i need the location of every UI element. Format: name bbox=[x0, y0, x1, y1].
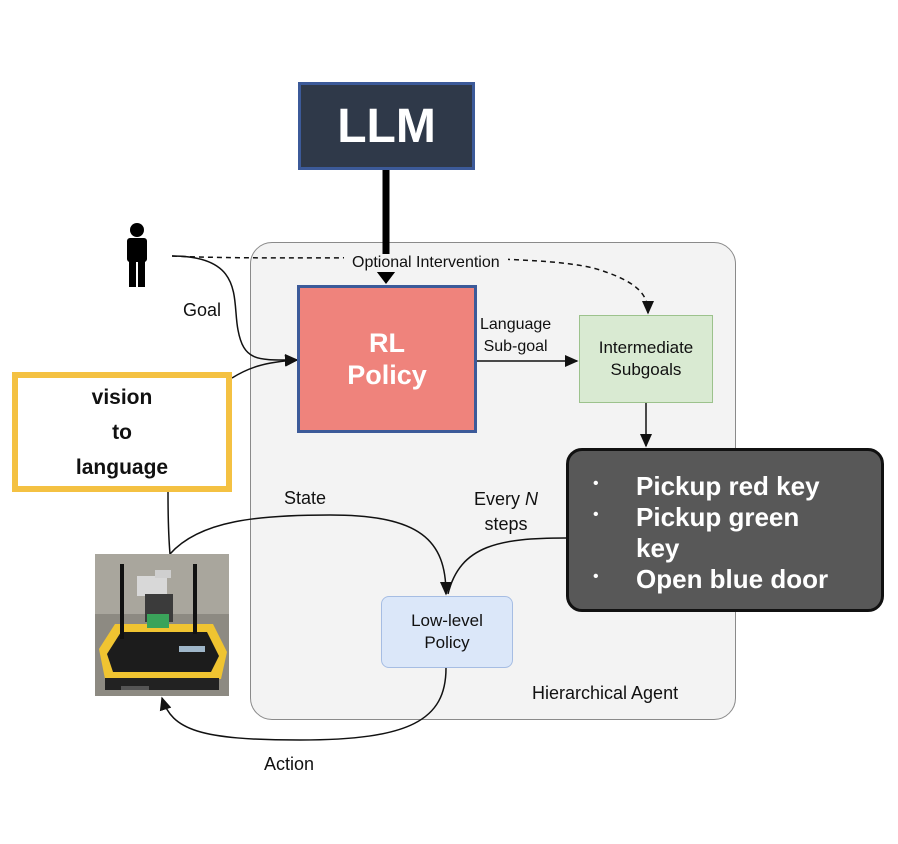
intermediate-line1: Intermediate bbox=[598, 338, 694, 357]
low-level-line2: Policy bbox=[424, 633, 470, 652]
v2l-line3: language bbox=[75, 455, 169, 479]
bullet-icon: • bbox=[593, 568, 599, 585]
person-icon bbox=[127, 223, 147, 287]
v2l-line2: to bbox=[112, 420, 132, 444]
rl-policy-box: RL Policy bbox=[297, 285, 477, 433]
every-n-steps-arrow bbox=[447, 537, 567, 595]
low-level-policy-box: Low-level Policy bbox=[381, 596, 513, 668]
bullet-icon: • bbox=[593, 506, 599, 523]
robot-image bbox=[95, 554, 229, 696]
robot-to-v2l-line bbox=[167, 491, 171, 555]
hierarchical-agent-label: Hierarchical Agent bbox=[532, 683, 679, 703]
every-n-steps-label: Every N steps bbox=[474, 487, 538, 537]
language-subgoal-line2: Sub-goal bbox=[483, 338, 548, 355]
v2l-line1: vision bbox=[91, 385, 153, 409]
intermediate-subgoals-box: Intermediate Subgoals bbox=[579, 315, 713, 403]
intermediate-line2: Subgoals bbox=[610, 360, 682, 379]
every-n-symbol: N bbox=[525, 489, 539, 509]
llm-box: LLM bbox=[298, 82, 475, 170]
rl-policy-line1: RL bbox=[369, 328, 405, 358]
subgoals-list-box: • Pickup red key • Pickup green key • Op… bbox=[566, 448, 884, 612]
goal-label: Goal bbox=[183, 300, 222, 320]
rl-policy-line2: Policy bbox=[347, 360, 427, 390]
language-subgoal-line1: Language bbox=[480, 316, 552, 333]
optional-intervention-label: Optional Intervention bbox=[344, 254, 508, 272]
goal-arrow bbox=[171, 255, 299, 367]
bullet-icon: • bbox=[593, 475, 599, 492]
language-subgoal-label: Language Sub-goal bbox=[480, 314, 551, 358]
vision-to-language-box: vision to language bbox=[12, 372, 232, 492]
state-label: State bbox=[284, 488, 327, 508]
state-arrow bbox=[169, 514, 452, 596]
every-n-steps-word: steps bbox=[484, 514, 528, 534]
optional-intervention-arrow bbox=[171, 255, 654, 315]
llm-label: LLM bbox=[337, 99, 436, 153]
action-label: Action bbox=[264, 754, 315, 774]
action-arrow bbox=[159, 667, 447, 741]
every-n-word: Every bbox=[474, 489, 521, 509]
low-level-line1: Low-level bbox=[411, 611, 483, 630]
v2l-to-rl-arrow bbox=[231, 354, 299, 379]
